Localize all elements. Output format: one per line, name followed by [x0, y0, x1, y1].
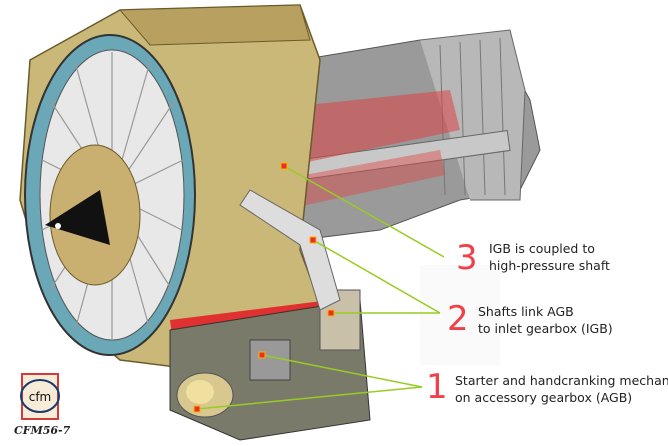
accessory-gearbox: [169, 189, 371, 441]
callout-1-line2: on accessory gearbox (AGB): [455, 390, 633, 405]
cfm-logo: [20, 373, 60, 420]
marker-3: [280, 162, 288, 170]
marker-2b: [327, 309, 335, 317]
nose-cone: [45, 190, 110, 245]
markers: [193, 162, 335, 413]
leader-3: [283, 165, 445, 258]
callout-2-line1: Shafts link AGB: [478, 304, 574, 319]
logo-caption: CFM56-7: [14, 424, 71, 437]
leader-lines: [196, 165, 445, 410]
leader-1a: [261, 354, 423, 388]
marker-2a: [309, 236, 317, 244]
callout-number-3: 3: [456, 238, 478, 278]
logo-text: cfm: [29, 390, 52, 404]
leader-2a: [312, 239, 441, 314]
callout-2-line2: to inlet gearbox (IGB): [478, 321, 613, 336]
callout-3-line2: high-pressure shaft: [489, 258, 610, 273]
callout-number-2: 2: [447, 299, 469, 339]
callout-3-line1: IGB is coupled to: [489, 241, 595, 256]
label-background: [420, 265, 500, 365]
marker-1b: [193, 405, 201, 413]
callout-number-1: 1: [426, 367, 448, 407]
marker-1a: [258, 351, 266, 359]
leader-1b: [196, 386, 423, 410]
callout-1-line1: Starter and handcranking mechanism: [455, 373, 668, 388]
fan: [24, 34, 196, 356]
